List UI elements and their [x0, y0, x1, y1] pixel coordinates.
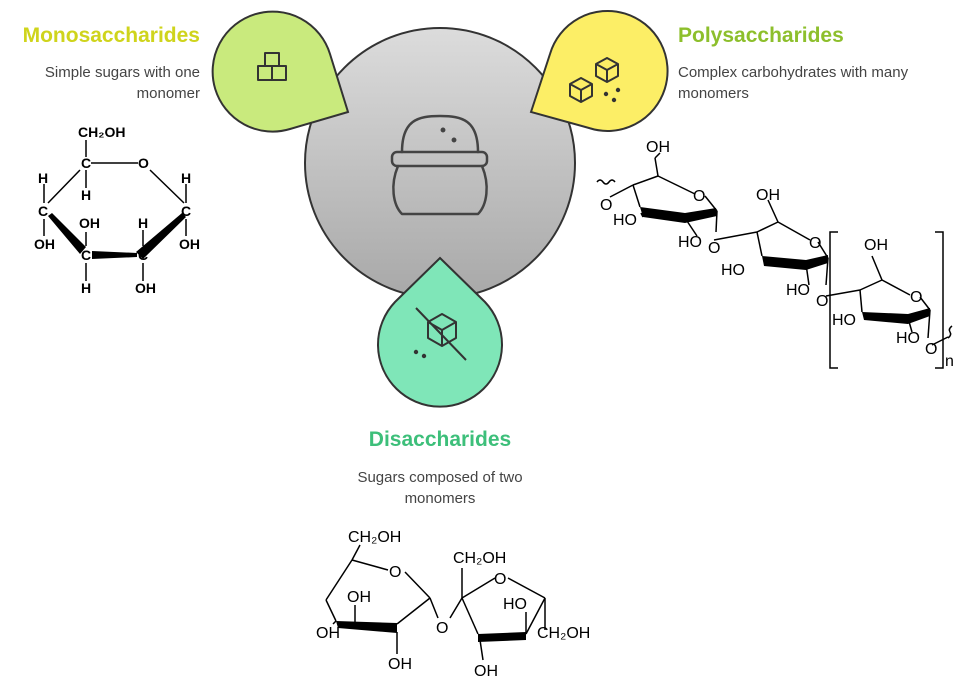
polysaccharide-structure: O OH O HO HO O OH O HO HO O OH O HO HO O…	[596, 139, 954, 370]
multiple-cubes-icon	[569, 57, 621, 103]
mono-oh-label: OH	[179, 236, 200, 252]
disaccharides-description: Sugars composed of two monomers	[357, 469, 523, 507]
poly-oh-label: OH	[864, 237, 888, 254]
poly-ring-o-label: O	[809, 235, 821, 252]
monosaccharide-structure: CH₂OH O C C C C C H H H H H OH OH OH OH	[34, 124, 200, 296]
mono-badge	[211, 10, 350, 133]
poly-o-label: O	[708, 240, 720, 257]
mono-ch2oh-label: CH₂OH	[78, 124, 125, 140]
di-ch2oh-label: CH₂OH	[537, 625, 590, 642]
poly-n-label: n	[945, 353, 954, 370]
di-ring-o-label: O	[389, 564, 401, 581]
poly-o-label: O	[600, 197, 612, 214]
poly-ho-label: HO	[896, 330, 920, 347]
no-cube-icon	[413, 307, 467, 361]
di-ch2oh-label: CH₂OH	[348, 529, 401, 546]
poly-o-label: O	[816, 293, 828, 310]
polysaccharides-description: Complex carbohydrates with many monomers	[678, 64, 909, 102]
poly-oh-label: OH	[756, 187, 780, 204]
poly-badge	[529, 9, 669, 132]
mono-ring-o-label: O	[138, 155, 149, 171]
poly-ho-label: HO	[832, 312, 856, 329]
mono-oh-label: OH	[135, 280, 156, 296]
mono-h-label: H	[81, 187, 91, 203]
mono-oh-label: OH	[34, 236, 55, 252]
di-oh-label: OH	[474, 663, 498, 680]
monosaccharides-description: Simple sugars with one monomer	[44, 64, 200, 102]
di-oh-label: OH	[316, 625, 340, 642]
di-ho-label: HO	[503, 596, 527, 613]
flour-sack-icon	[390, 114, 489, 216]
di-ch2oh-label: CH₂OH	[453, 550, 506, 567]
poly-ho-label: HO	[678, 234, 702, 251]
di-oh-label: OH	[388, 656, 412, 673]
poly-ring-o-label: O	[910, 289, 922, 306]
mono-c-label: C	[38, 203, 48, 219]
mono-h-label: H	[38, 170, 48, 186]
mono-c-label: C	[81, 155, 91, 171]
poly-ho-label: HO	[786, 282, 810, 299]
disaccharides-title: Disaccharides	[368, 428, 512, 451]
poly-o-label: O	[925, 341, 937, 358]
mono-h-label: H	[181, 170, 191, 186]
poly-oh-label: OH	[646, 139, 670, 156]
polysaccharides-title: Polysaccharides	[678, 24, 844, 47]
mono-c-label: C	[81, 247, 91, 263]
di-oh-label: OH	[347, 589, 371, 606]
mono-h-label: H	[138, 215, 148, 231]
mono-c-label: C	[138, 247, 148, 263]
poly-ho-label: HO	[613, 212, 637, 229]
disaccharide-structure: CH₂OH O OH OH OH O CH₂OH O HO CH₂OH OH	[316, 529, 590, 680]
mono-h-label: H	[81, 280, 91, 296]
mono-oh-label: OH	[79, 215, 100, 231]
poly-ho-label: HO	[721, 262, 745, 279]
di-glycosidic-o-label: O	[436, 620, 448, 637]
mono-c-label: C	[181, 203, 191, 219]
poly-ring-o-label: O	[693, 188, 705, 205]
di-ring-o-label: O	[494, 571, 506, 588]
single-cube-icon	[257, 52, 287, 81]
monosaccharides-title: Monosaccharides	[22, 24, 200, 47]
